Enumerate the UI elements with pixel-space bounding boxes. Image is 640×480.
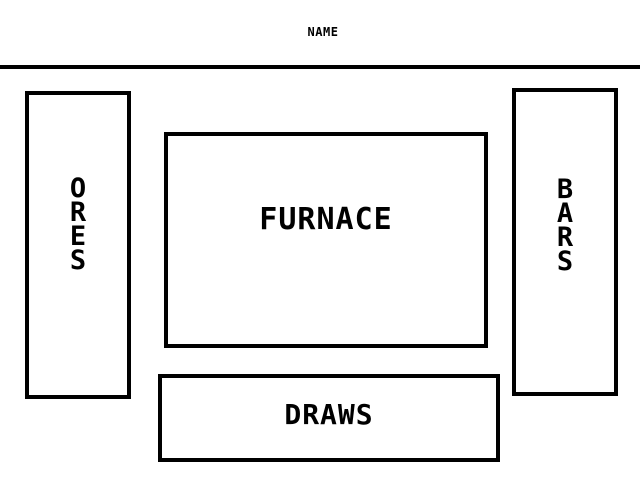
- ores-panel[interactable]: O R E S: [25, 91, 131, 399]
- header: NAME: [0, 0, 640, 66]
- draws-label: DRAWS: [284, 398, 374, 431]
- furnace-panel[interactable]: FURNACE: [164, 132, 488, 348]
- player-name-label: NAME: [307, 25, 339, 39]
- ores-label: O R E S: [69, 173, 87, 276]
- bars-label: B A R S: [556, 174, 574, 277]
- bars-panel[interactable]: B A R S: [512, 88, 618, 396]
- draws-panel[interactable]: DRAWS: [158, 374, 500, 462]
- furnace-label: FURNACE: [259, 202, 393, 237]
- header-divider: [0, 65, 640, 69]
